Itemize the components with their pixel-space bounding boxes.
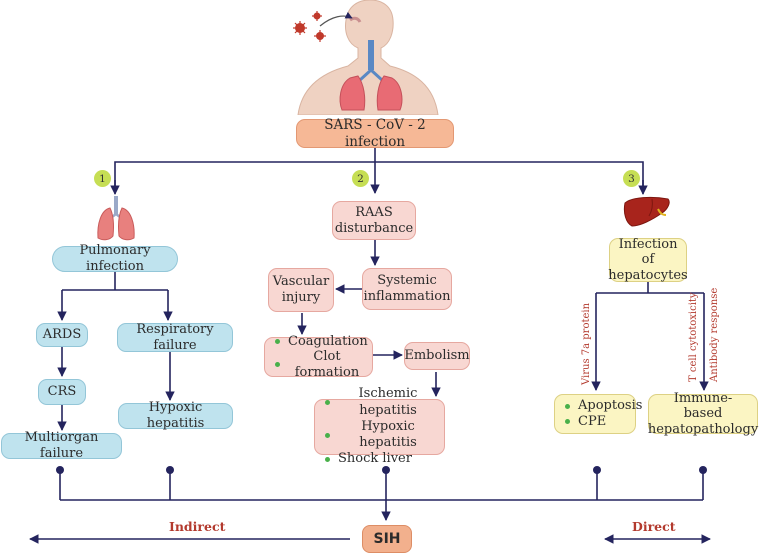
raas-line-2: disturbance	[334, 220, 414, 236]
indirect-label: Indirect	[169, 519, 226, 534]
liver-icon	[623, 196, 670, 227]
coagulation-item: Coagulation	[275, 334, 368, 350]
immune-line-2: hepatopathology	[647, 421, 759, 437]
pulmonary-infection-box: Pulmonary infection	[52, 243, 178, 274]
clot-formation-item: Clot formation	[275, 349, 366, 380]
human-respiratory-illustration	[293, 0, 439, 115]
path-3-badge: 3	[623, 170, 640, 187]
cpe-item: CPE	[565, 414, 606, 430]
apoptosis-cpe-box: Apoptosis CPE	[554, 394, 642, 434]
ards-box: ARDS	[36, 323, 88, 347]
systemic-line-2: inflammation	[363, 289, 451, 304]
hepatocytes-line-2: hepatocytes	[608, 267, 688, 283]
antibody-response-label: Antibody response	[709, 287, 720, 382]
crs-box: CRS	[38, 379, 86, 405]
multiorgan-failure-box: Multiorgan failure	[1, 430, 122, 461]
raas-disturbance-box: RAAS disturbance	[332, 201, 416, 240]
immune-line-1: Immune-based	[673, 390, 733, 422]
hypoxic-hepatitis-item: Hypoxic hepatitis	[325, 419, 438, 452]
vascular-line-2: injury	[281, 290, 321, 305]
sars-cov-2-infection-box: SARS - CoV - 2 infection	[296, 117, 454, 150]
infection-of-hepatocytes-box: Infection of hepatocytes	[608, 236, 688, 283]
vascular-injury-box: Vascular injury	[268, 268, 334, 312]
apoptosis-item: Apoptosis	[565, 398, 642, 414]
respiratory-failure-box: Respiratory failure	[117, 322, 233, 353]
vascular-line-1: Vascular	[272, 274, 330, 290]
sih-box: SIH	[362, 525, 412, 553]
shock-liver-item: Shock liver	[325, 451, 412, 467]
lungs-icon	[97, 196, 135, 241]
systemic-inflammation-box: Systemic inflammation	[362, 268, 452, 310]
coagulation-box: Coagulation Clot formation	[264, 334, 373, 380]
direct-label: Direct	[632, 519, 676, 534]
path-2-badge: 2	[352, 170, 369, 187]
ischemic-hepatitis-item: Ischemic hepatitis	[325, 386, 438, 419]
hepatocytes-line-1: Infection of	[618, 236, 678, 268]
hypoxic-hepatitis-box: Hypoxic hepatitis	[118, 400, 233, 431]
immune-based-hepatopathology-box: Immune-based hepatopathology	[648, 390, 758, 437]
t-cell-cytotoxicity-label: T cell cytotoxicity	[688, 292, 699, 382]
path-1-badge: 1	[94, 170, 111, 187]
embolism-box: Embolism	[404, 342, 470, 370]
virus-7a-protein-label: Virus 7a protein	[581, 302, 592, 385]
hepatitis-outcomes-box: Ischemic hepatitis Hypoxic hepatitis Sho…	[314, 386, 445, 466]
raas-line-1: RAAS	[355, 204, 393, 220]
systemic-line-1: Systemic	[377, 273, 437, 289]
